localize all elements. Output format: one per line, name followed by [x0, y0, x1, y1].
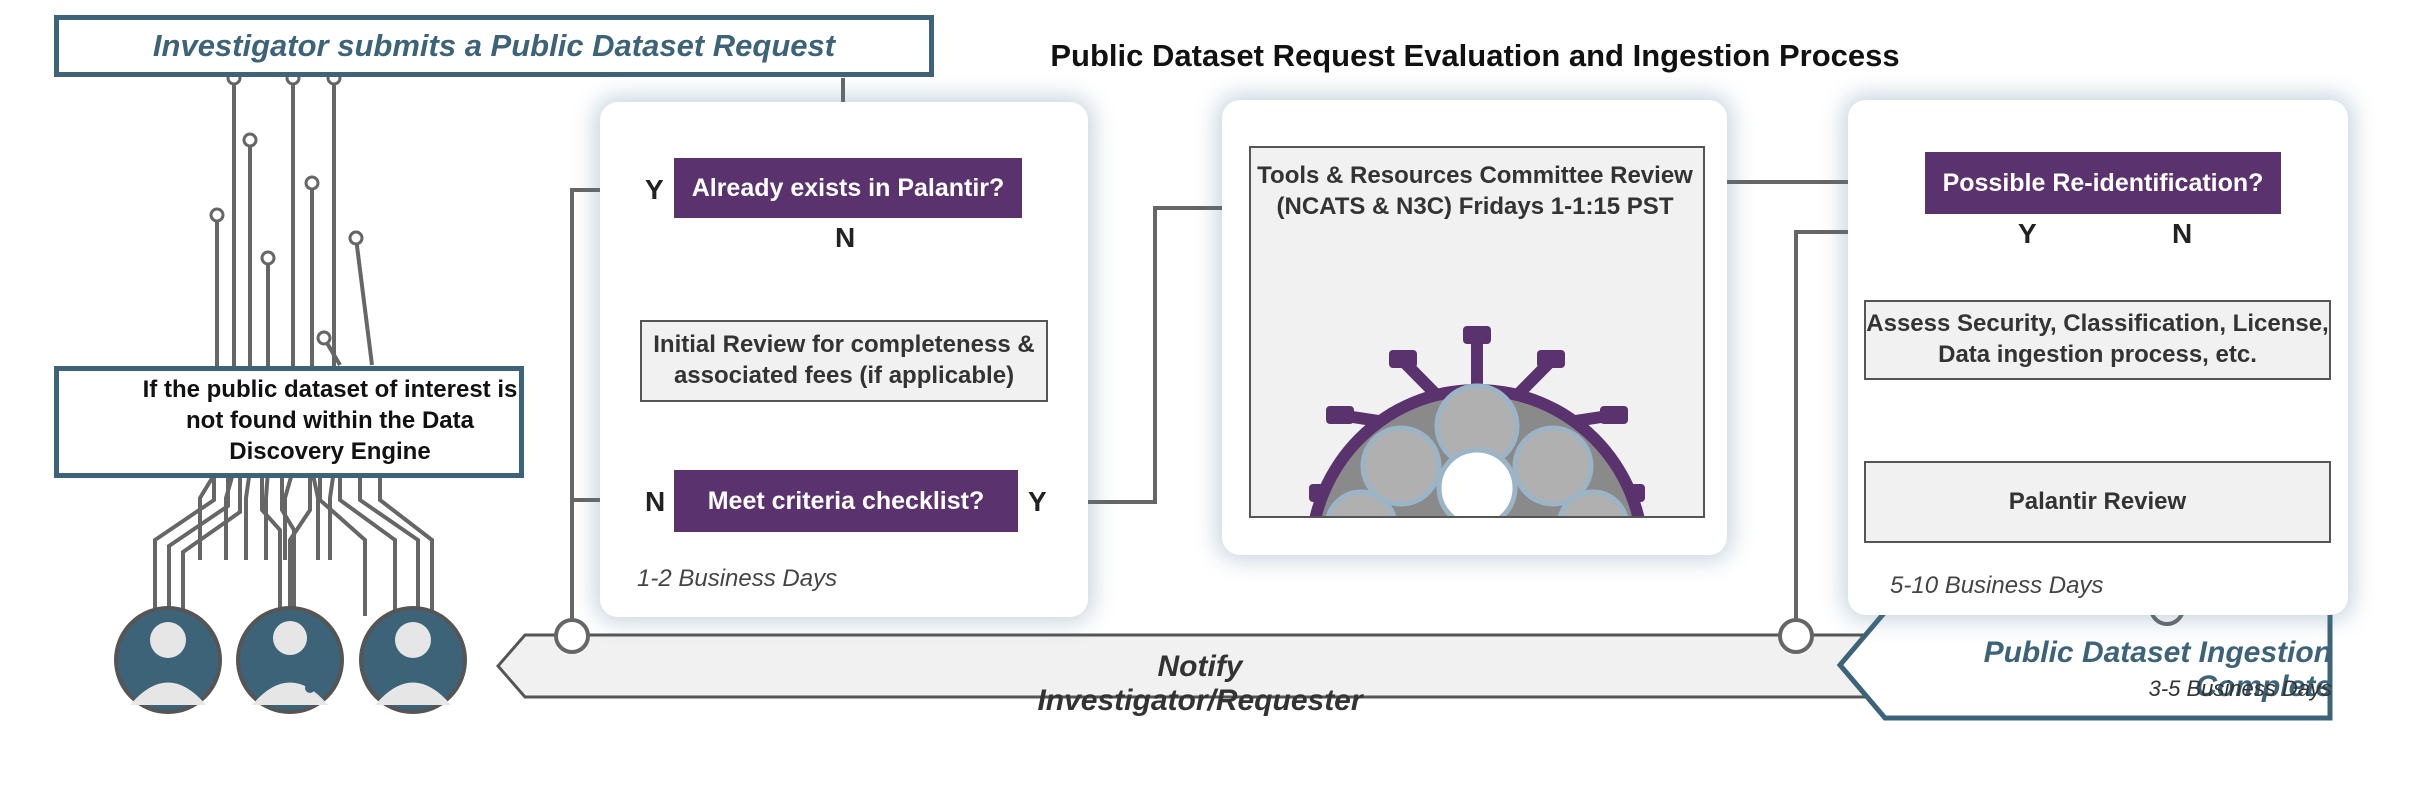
researcher-icon	[359, 606, 467, 714]
notify-label: Notify Investigator/Requester	[1037, 650, 1363, 717]
assess-box: Assess Security, Classification, License…	[1864, 300, 2331, 380]
yes-label: Y	[1028, 486, 1047, 517]
yes-label: Y	[2018, 218, 2037, 249]
initial-review-box: Initial Review for completeness & associ…	[640, 320, 1048, 402]
yes-label: Y	[645, 174, 664, 205]
page-title: Public Dataset Request Evaluation and In…	[1050, 38, 1900, 73]
request-box: Investigator submits a Public Dataset Re…	[54, 15, 934, 77]
no-label: N	[835, 222, 856, 253]
investigator-female-icon	[114, 606, 222, 714]
stage3-duration: 5-10 Business Days	[1890, 572, 2104, 599]
criteria-decision: Meet criteria checklist?	[674, 470, 1018, 532]
complete-title: Public Dataset Ingestion Complete	[1983, 636, 2332, 703]
virus-icon	[1309, 326, 1645, 516]
complete-duration: 3-5 Business Days	[2148, 676, 2332, 701]
doctor-icon	[236, 606, 344, 714]
palantir-review-box: Palantir Review	[1864, 461, 2331, 543]
exists-decision: Already exists in Palantir?	[674, 158, 1022, 218]
no-label: N	[2172, 218, 2193, 249]
engine-note-text: If the public dataset of interest is not…	[142, 376, 518, 466]
engine-note-box	[54, 366, 524, 478]
reid-decision: Possible Re-identification?	[1925, 152, 2281, 214]
stage1-duration: 1-2 Business Days	[637, 565, 838, 592]
no-label: N	[645, 486, 666, 517]
committee-text: Tools & Resources Committee Review (NCAT…	[1257, 162, 1693, 221]
committee-box	[1249, 146, 1705, 518]
